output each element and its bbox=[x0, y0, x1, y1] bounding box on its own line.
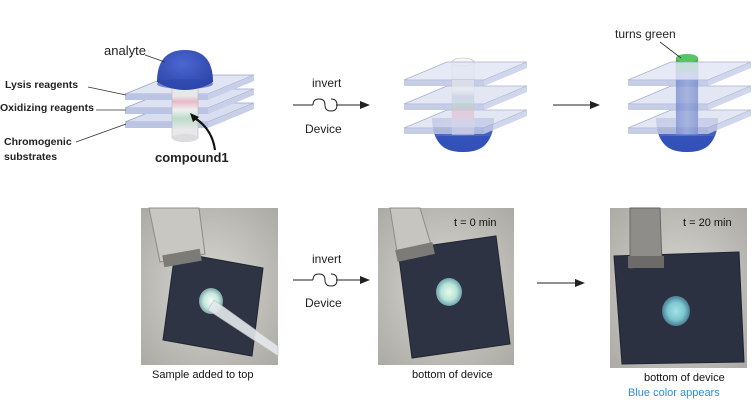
photo2-time: t = 0 min bbox=[454, 217, 497, 229]
lysis-label: Lysis reagents bbox=[5, 79, 78, 91]
photo2-caption: bottom of device bbox=[412, 369, 493, 381]
arrow-icon bbox=[553, 101, 600, 109]
substrates-label: substrates bbox=[4, 151, 57, 163]
oxidizing-label: Oxidizing reagents bbox=[0, 102, 94, 114]
device-1 bbox=[124, 50, 255, 142]
chromogenic-label: Chromogenic bbox=[4, 136, 72, 148]
photo-t20 bbox=[610, 207, 747, 368]
arrow-icon bbox=[537, 279, 585, 287]
rotate-icon bbox=[293, 98, 360, 112]
photo1-caption: Sample added to top bbox=[152, 369, 254, 381]
arrow-icon bbox=[360, 276, 370, 284]
invert-label-top: invert bbox=[312, 76, 342, 90]
turns-green-label: turns green bbox=[615, 27, 676, 41]
photo-sample-added bbox=[141, 207, 279, 365]
photo3-note: Blue color appears bbox=[628, 387, 720, 399]
device-2 bbox=[403, 57, 528, 152]
device-label-bottom: Device bbox=[305, 296, 342, 310]
photo3-caption: bottom of device bbox=[644, 372, 725, 384]
photo3-time: t = 20 min bbox=[683, 217, 732, 229]
invert-label-bottom: invert bbox=[312, 252, 342, 266]
compound-label: compound1 bbox=[155, 150, 229, 165]
device-3 bbox=[627, 54, 752, 152]
arrow-icon bbox=[360, 101, 370, 109]
tube-1 bbox=[171, 81, 199, 142]
device-label-top: Device bbox=[305, 122, 342, 136]
rotate-icon bbox=[293, 273, 360, 287]
analyte-label: analyte bbox=[104, 43, 146, 58]
photo-t0 bbox=[378, 207, 514, 365]
